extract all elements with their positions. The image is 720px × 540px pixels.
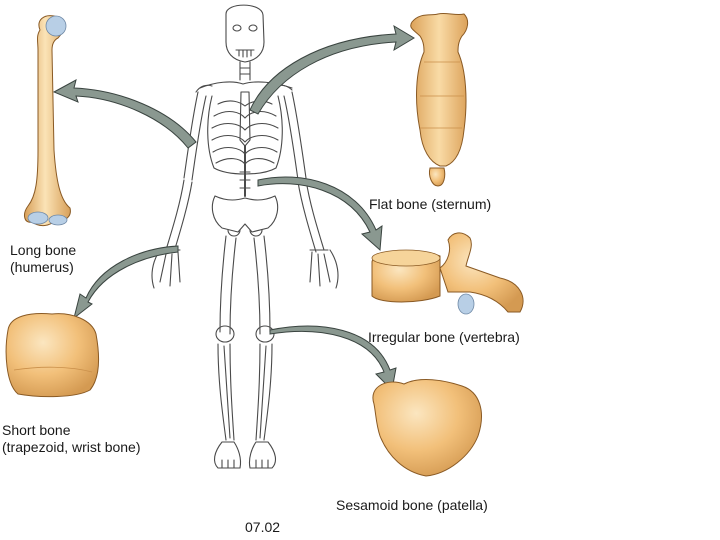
left-hand: [151, 249, 181, 289]
right-foot: [248, 441, 277, 469]
arrow-to-long-bone: [52, 79, 197, 149]
right-femur: [253, 235, 271, 335]
arrow-to-irregular-bone: [257, 176, 383, 252]
short-bone-label-line-1: Short bone: [2, 422, 71, 438]
sesamoid-bone-patella-illustration: [372, 379, 482, 477]
left-femur: [219, 235, 237, 335]
arrow-to-sesamoid-bone: [269, 325, 397, 392]
pelvis: [211, 195, 279, 233]
right-hand: [309, 249, 339, 289]
flat-bone-label: Flat bone (sternum): [369, 196, 492, 212]
long-bone-label-line-1: Long bone: [10, 242, 77, 258]
long-bone-label-line-2: (humerus): [10, 259, 74, 275]
pointer-arrows: [52, 24, 415, 392]
figure-number: 07.02: [245, 519, 281, 535]
irregular-bone-label: Irregular bone (vertebra): [368, 329, 520, 345]
arrow-to-flat-bone: [249, 24, 415, 115]
short-bone-trapezoid-illustration: [5, 313, 99, 398]
right-humerus: [283, 91, 307, 181]
skeleton-figure: [151, 4, 339, 469]
short-bone-label: Short bone (trapezoid, wrist bone): [2, 422, 141, 456]
skull: [225, 4, 265, 63]
long-bone-humerus-illustration: [24, 15, 71, 227]
irregular-bone-vertebra-illustration: [371, 232, 524, 315]
arrow-to-short-bone: [73, 245, 179, 320]
short-bone-label-line-2: (trapezoid, wrist bone): [2, 439, 141, 455]
flat-bone-sternum-illustration: [410, 12, 469, 187]
sesamoid-bone-label: Sesamoid bone (patella): [336, 497, 488, 513]
left-foot: [213, 441, 242, 469]
long-bone-label: Long bone (humerus): [10, 242, 76, 276]
